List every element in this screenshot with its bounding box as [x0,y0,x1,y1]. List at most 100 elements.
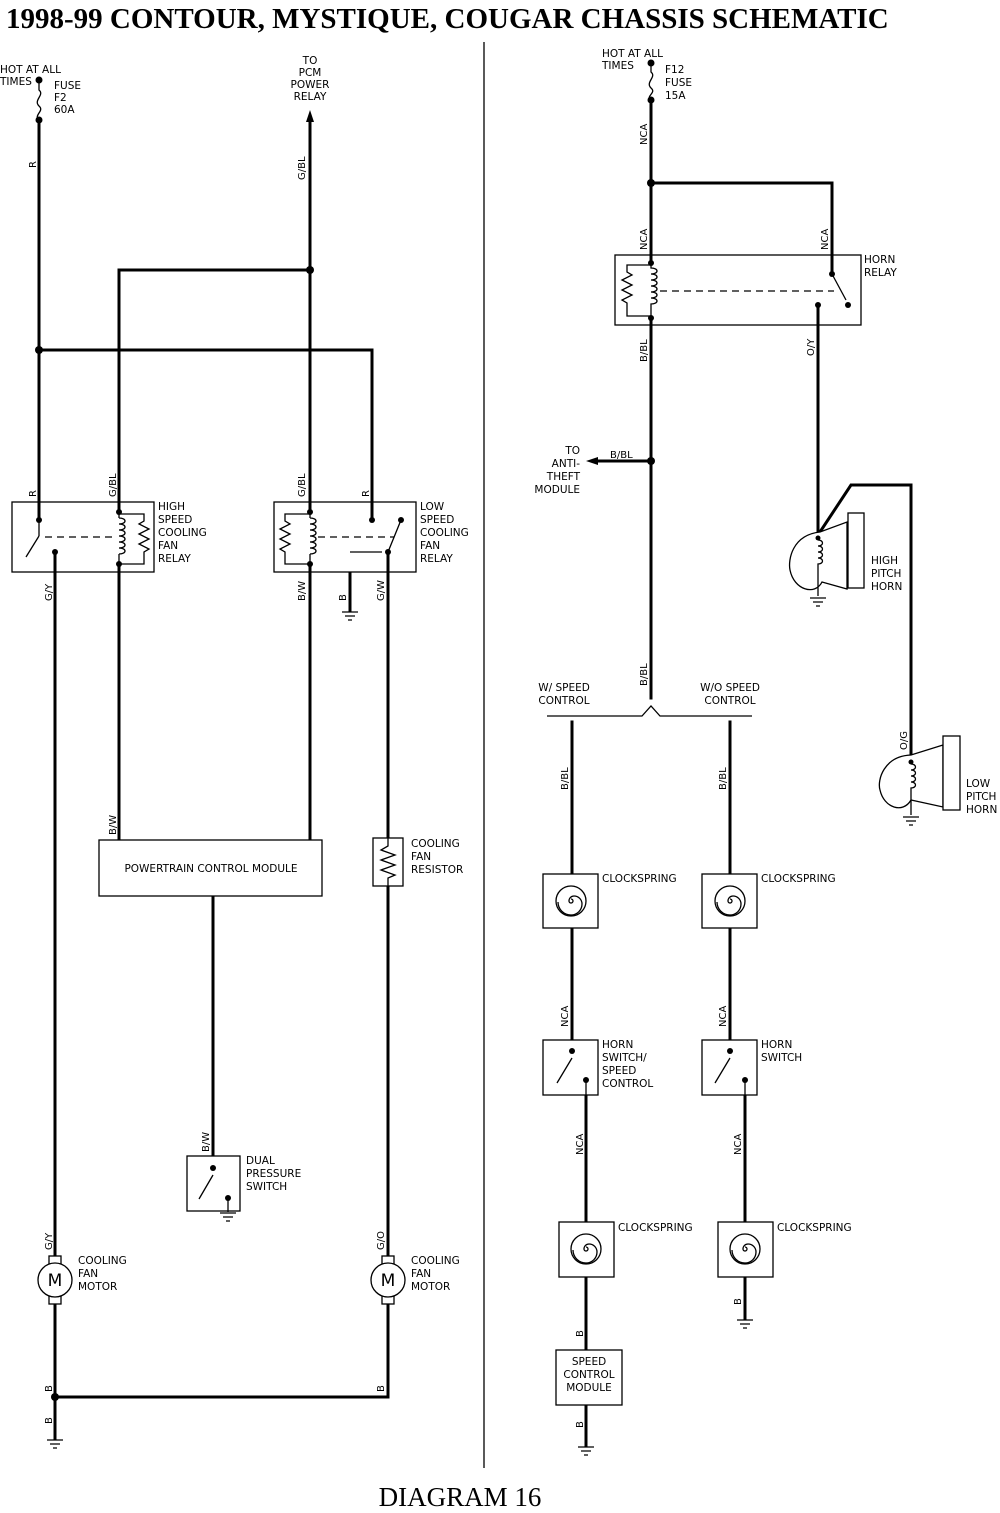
clockspring-1: CLOCKSPRING [542,873,677,929]
motor-icon [370,1262,406,1298]
junction-dot [35,346,43,354]
junction-dot [306,266,314,274]
wire-label: B/BL [639,663,650,686]
clockspring-label: CLOCKSPRING [777,1222,852,1234]
wire-label: B/BL [718,767,729,790]
wire-label: G/W [376,580,387,601]
motor-letter: M [48,1271,63,1291]
wire-label: B/BL [639,339,650,362]
wire-og [815,483,913,762]
clockspring-box [717,1221,774,1278]
spiral-icon [572,1243,598,1264]
clockspring-2: CLOCKSPRING [701,873,836,929]
junction-dot [647,179,655,187]
wire-label: G/O [376,1231,387,1250]
wire-label: NCA [575,1134,586,1155]
wire-gbl-branch [117,268,312,507]
ground-icon [578,1446,594,1456]
clockspring-3: CLOCKSPRING [558,1221,693,1278]
diagram-number: DIAGRAM 16 [379,1482,542,1512]
wire-label: G/BL [297,473,308,497]
contact-dot [727,1048,733,1054]
junction-dot [51,1393,59,1401]
contact-dot [569,1048,575,1054]
wire-label: G/BL [108,473,119,497]
switch-arm [714,1057,731,1084]
contact-dot [307,509,313,515]
spiral-icon [731,1243,757,1264]
wire-label: B/W [297,581,308,601]
resistor-icon [379,838,397,886]
contact-dot [815,302,821,308]
relay-coil-icon [650,263,658,318]
contact-dot [369,517,375,523]
wire-label: R [361,490,372,497]
clockspring-icon [729,1233,761,1265]
wire-label: O/Y [806,338,817,356]
wire-label: B [575,1421,586,1428]
switch-box [186,1155,241,1212]
wire-r-branch [37,348,374,507]
wire-label: B [376,1385,387,1392]
relay-resistor-icon [620,264,651,317]
ground-icon [903,816,919,826]
wire-label: B [338,594,349,601]
contact-dot [908,759,914,765]
wire-label: B/BL [610,450,633,461]
horn-coil-icon [910,763,917,815]
contact-dot [648,260,654,266]
switch-arm [556,1057,573,1084]
arrow-left-icon [586,457,598,465]
contact-dot [385,549,391,555]
relay-switch-arm [387,519,402,553]
clockspring-label: CLOCKSPRING [761,873,836,885]
arrow-up-icon [306,110,314,122]
module-box [98,839,323,897]
ground-icon [47,1439,63,1449]
wire-label: G/BL [297,156,308,180]
fuse-icon [648,63,654,101]
contact-dot [116,509,122,515]
relay-resistor-icon [119,513,151,565]
contact-dot [815,535,821,541]
wire-label: NCA [639,229,650,250]
clockspring-box [701,873,758,929]
wire-nca-branch [649,181,834,264]
relay-switch-arm [831,273,847,301]
motor-letter: M [381,1271,396,1291]
wire-b-motor2 [53,1303,390,1399]
terminal-dot [647,96,655,104]
spiral-icon [716,895,742,916]
horn-body [847,512,865,589]
wire-label: R [28,161,39,168]
ground-icon [737,1319,753,1329]
ground-icon [342,611,358,621]
wire-label: G/Y [44,583,55,601]
